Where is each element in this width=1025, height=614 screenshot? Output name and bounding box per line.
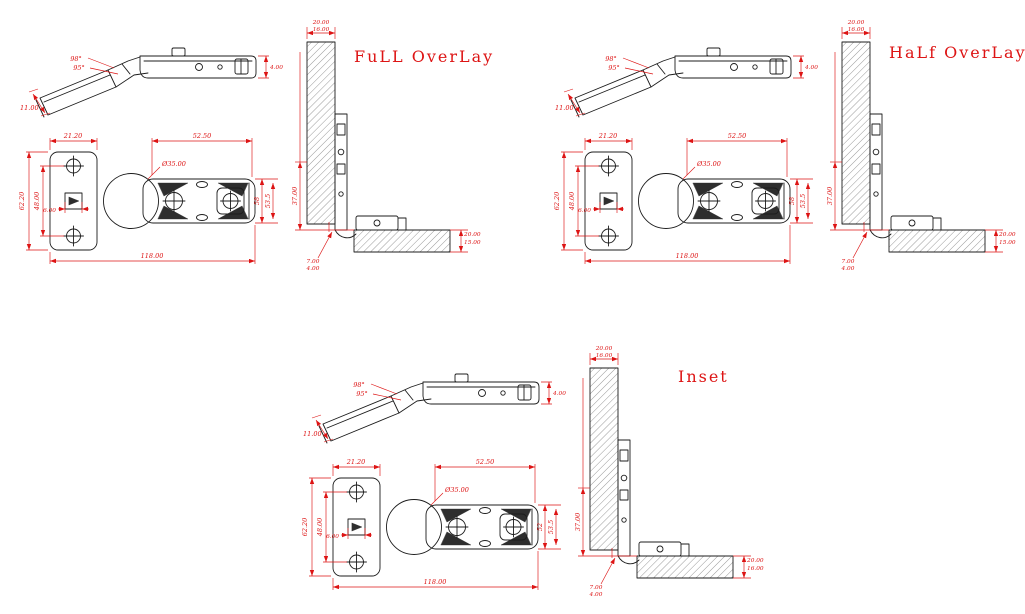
dim-cup-offset: 6.00 — [326, 534, 339, 540]
plan-view-drawing — [584, 151, 791, 251]
dim-plate-drop: 37.00 — [291, 187, 299, 206]
dim-arm-height: 4.00 — [804, 65, 818, 71]
section-view-drawing — [306, 41, 451, 253]
dim-right-inner: 53.5 — [799, 194, 807, 208]
dim-hole-spacing: 48.00 — [568, 192, 576, 212]
dim-plate-drop: 37.00 — [574, 513, 582, 532]
dim-door-min: 15.00 — [464, 240, 481, 246]
side-view-drawing — [318, 373, 540, 444]
dim-hole-spacing: 48.00 — [33, 192, 41, 212]
side-view-drawing — [570, 47, 792, 118]
dim-total-length: 118.00 — [424, 578, 447, 586]
dim-hole-spacing: 48.00 — [316, 518, 324, 538]
side-view-dims — [29, 56, 269, 116]
dim-panel-min: 16.00 — [596, 353, 613, 359]
plan-view-drawing — [49, 151, 256, 251]
dim-plate-height: 62.20 — [301, 518, 309, 537]
dim-panel-min: 16.00 — [848, 27, 865, 33]
dim-arm-height: 4.00 — [269, 65, 283, 71]
dim-angle-open: 98° — [70, 55, 82, 63]
diagram-inset: Inset 98° 95° 11.00 4.00 21.20 52.50 Ø35… — [301, 346, 764, 598]
dim-gap-min: 4.00 — [841, 266, 855, 272]
section-view-drawing — [841, 41, 986, 253]
dim-panel-max: 20.00 — [595, 346, 613, 352]
side-view-dims — [312, 382, 552, 442]
dim-plate-height: 62.20 — [553, 192, 561, 211]
dim-angle-open: 98° — [353, 381, 365, 389]
dim-cup-depth: 11.00 — [20, 104, 39, 112]
dim-door-min: 16.00 — [747, 566, 764, 572]
diagram-title: FuLL OverLay — [354, 47, 494, 66]
dim-gap-min: 4.00 — [589, 592, 603, 598]
dim-cup-diameter: Ø35.00 — [444, 486, 469, 494]
dim-arm-length: 52.50 — [476, 458, 495, 466]
dim-total-length: 118.00 — [141, 252, 164, 260]
dim-arm-length: 52.50 — [728, 132, 747, 140]
dim-plate-width: 21.20 — [63, 132, 83, 140]
dim-angle-closed: 95° — [608, 64, 620, 72]
dim-angle-closed: 95° — [73, 64, 85, 72]
dim-gap-max: 7.00 — [842, 259, 855, 265]
dim-cup-offset: 6.00 — [43, 208, 56, 214]
dim-angle-open: 98° — [605, 55, 617, 63]
dim-panel-max: 20.00 — [847, 20, 865, 26]
dim-gap-min: 4.00 — [306, 266, 320, 272]
dim-panel-min: 16.00 — [313, 27, 330, 33]
dim-total-length: 118.00 — [676, 252, 699, 260]
dim-right-inner: 53.5 — [264, 194, 272, 208]
dim-cup-diameter: Ø35.00 — [161, 160, 186, 168]
dim-plate-height: 62.20 — [18, 192, 26, 211]
dim-arm-length: 52.50 — [193, 132, 212, 140]
dim-cup-diameter: Ø35.00 — [696, 160, 721, 168]
diagram-title: HaLf OverLay — [889, 43, 1025, 62]
dim-arm-height: 4.00 — [552, 391, 566, 397]
dim-gap-max: 7.00 — [307, 259, 320, 265]
dim-plate-width: 21.20 — [598, 132, 618, 140]
dim-door-max: 20.00 — [746, 558, 764, 564]
dim-cup-offset: 6.00 — [578, 208, 591, 214]
diagram-title: Inset — [678, 367, 729, 386]
dim-plate-drop: 37.00 — [826, 187, 834, 206]
dim-cup-depth: 11.00 — [555, 104, 574, 112]
dim-angle-closed: 95° — [356, 390, 368, 398]
dim-door-min: 15.00 — [999, 240, 1016, 246]
diagram-half-overlay: HaLf OverLay 98° 95° 11.00 4.00 21.20 52… — [553, 20, 1025, 272]
dim-panel-max: 20.00 — [312, 20, 330, 26]
dim-right-inner: 53.5 — [547, 520, 555, 534]
dim-plate-width: 21.20 — [346, 458, 366, 466]
dim-right-outer: 52 — [536, 523, 544, 531]
dim-right-outer: 58 — [253, 197, 261, 205]
plan-view-drawing — [332, 477, 539, 577]
dim-right-outer: 58 — [788, 197, 796, 205]
diagram-full-overlay: FuLL OverLay 98° 95° 11.00 4.00 21.20 52… — [18, 20, 494, 272]
dim-gap-max: 7.00 — [590, 585, 603, 591]
dim-door-max: 20.00 — [463, 232, 481, 238]
dim-door-max: 20.00 — [998, 232, 1016, 238]
side-view-dims — [564, 56, 804, 116]
section-view-drawing — [589, 367, 734, 579]
dim-cup-depth: 11.00 — [303, 430, 322, 438]
side-view-drawing — [35, 47, 257, 118]
